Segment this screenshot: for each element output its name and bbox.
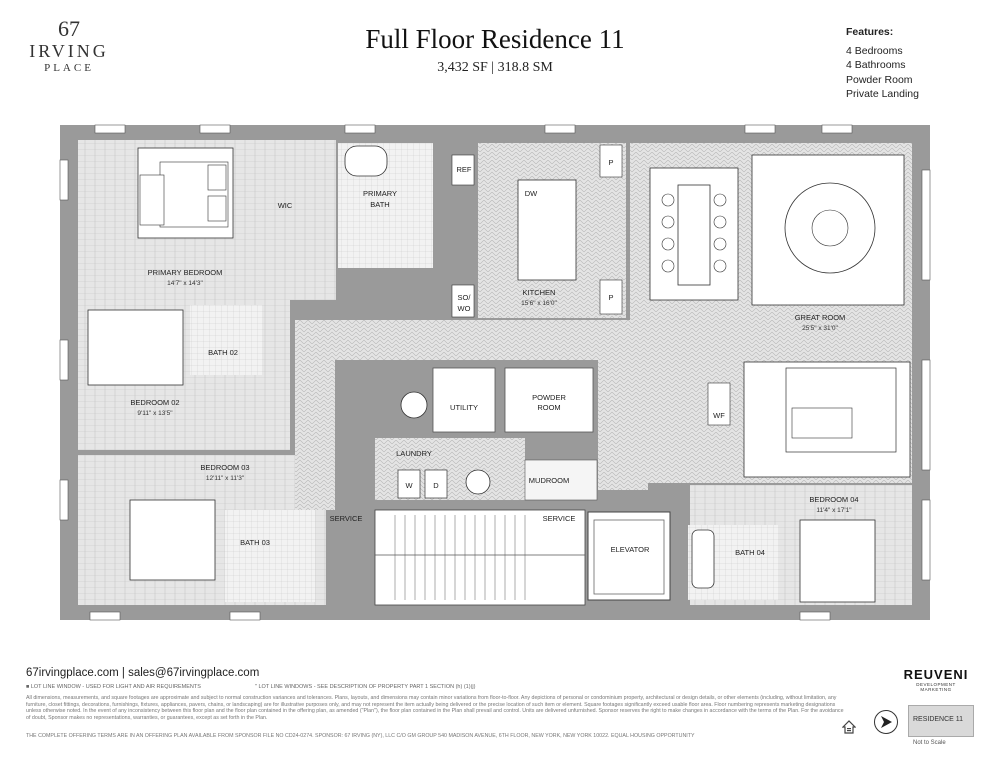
primary-bedroom-dim: 14'7" x 14'3"	[167, 280, 203, 287]
contact-info: 67irvingplace.com | sales@67irvingplace.…	[26, 667, 260, 679]
bedroom-02-dim: 9'11" x 13'5"	[137, 410, 173, 417]
bath-03-floor	[225, 510, 315, 602]
brand-name: IRVING	[29, 41, 109, 61]
bedroom-03-dim: 12'11" x 11'3"	[206, 475, 245, 482]
ref-box	[451, 154, 475, 186]
page-subtitle: 3,432 SF | 318.8 SM	[437, 60, 553, 75]
dw-label: DW	[525, 189, 538, 198]
elevator-box	[587, 511, 671, 601]
bath-02-label: BATH 02	[208, 348, 238, 357]
mudroom-box	[524, 459, 598, 501]
bath-03-label: BATH 03	[240, 538, 270, 547]
kitchen-island	[517, 179, 577, 281]
kitchen-dim: 15'6" x 16'0"	[521, 300, 557, 307]
feature-item: Private Landing	[846, 88, 919, 100]
developer-subtitle: DEVELOPMENT MARKETING	[916, 682, 956, 692]
primary-bedroom-label: PRIMARY BEDROOM	[148, 268, 223, 277]
so-wo-label: SO/	[458, 293, 472, 302]
elevator-car	[593, 519, 665, 595]
features-list: Features: 4 Bedrooms 4 Bathrooms Powder …	[846, 25, 919, 102]
feature-item: 4 Bathrooms	[846, 59, 906, 71]
stair-treads	[394, 515, 526, 600]
mudroom-label: MUDROOM	[529, 476, 569, 485]
utility-tank	[400, 391, 428, 419]
dryer	[424, 469, 448, 499]
primary-bath-label: PRIMARY	[363, 189, 397, 198]
bedroom-03-bed	[129, 499, 216, 581]
page-title: Full Floor Residence 11	[365, 24, 625, 54]
dining-table	[677, 184, 711, 286]
laundry-sink	[465, 469, 491, 495]
bedroom-04-label: BEDROOM 04	[809, 495, 858, 504]
bath-02-floor	[190, 305, 262, 375]
north-arrow-icon	[874, 710, 898, 734]
coffee-table	[811, 209, 849, 247]
scale-note: Not to Scale	[913, 740, 946, 746]
bedroom-02-bed	[87, 309, 184, 386]
key-plan-label: RESIDENCE 11	[913, 716, 964, 723]
lot-line-note: ■ LOT LINE WINDOW - USED FOR LIGHT AND A…	[26, 684, 201, 690]
utility-label: UTILITY	[450, 403, 478, 412]
bath-04-tub	[691, 529, 715, 589]
primary-bath-label-2: BATH	[370, 200, 389, 209]
service-left-label: SERVICE	[330, 514, 363, 523]
wf-box	[707, 382, 731, 426]
kitchen-label: KITCHEN	[523, 288, 556, 297]
stair-core	[374, 509, 586, 606]
brand-number: 67	[58, 16, 80, 41]
pantry-top-label: P	[608, 158, 613, 167]
bath-04-label: BATH 04	[735, 548, 765, 557]
powder-room-label-2: ROOM	[537, 403, 560, 412]
so-wo-label-2: WO	[458, 304, 471, 313]
hall-right-floor	[598, 360, 648, 490]
washer	[397, 469, 421, 499]
equal-housing-icon	[842, 720, 856, 734]
washer-label: W	[405, 481, 413, 490]
wic-label: WIC	[278, 201, 293, 210]
great-room-label: GREAT ROOM	[795, 313, 846, 322]
so-wo-box	[451, 284, 475, 318]
dining-chairs	[661, 193, 727, 273]
pantry-bottom	[599, 279, 623, 315]
laundry-label: LAUNDRY	[396, 449, 432, 458]
ref-label: REF	[457, 165, 472, 174]
legal-disclaimer: All dimensions, measurements, and square…	[26, 695, 844, 721]
developer-name: REUVENI	[903, 667, 969, 682]
windows	[59, 124, 931, 621]
hall-left-floor	[295, 360, 335, 510]
primary-bed	[137, 147, 234, 239]
developer-logo: REUVENI DEVELOPMENT MARKETING	[902, 667, 970, 692]
gallery-floor	[295, 320, 735, 360]
primary-bathtub	[344, 145, 388, 177]
powder-room-label: POWDER	[532, 393, 566, 402]
bedroom-04-dim: 11'4" x 17'1"	[816, 507, 852, 514]
brand-logo: 67 IRVING PLACE	[24, 16, 114, 75]
utility-room	[432, 367, 496, 433]
living-coffee-table	[791, 407, 853, 439]
laundry-floor	[375, 438, 525, 500]
dryer-label: D	[433, 481, 439, 490]
feature-item: 4 Bedrooms	[846, 44, 903, 57]
key-plan: RESIDENCE 11	[908, 705, 974, 737]
elevator-label: ELEVATOR	[611, 545, 650, 554]
pantry-bottom-label: P	[608, 293, 613, 302]
powder-room-box	[504, 367, 594, 433]
bedroom-04-bed	[799, 519, 876, 603]
pantry-top	[599, 144, 623, 178]
wic-floor	[238, 155, 336, 265]
service-right-label: SERVICE	[543, 514, 576, 523]
offering-statement: THE COMPLETE OFFERING TERMS ARE IN AN OF…	[26, 733, 695, 739]
bedroom-03-label: BEDROOM 03	[200, 463, 249, 472]
features-heading: Features:	[846, 26, 894, 38]
brand-place: PLACE	[44, 62, 94, 74]
wf-label: WF	[713, 411, 725, 420]
bedroom-02-label: BEDROOM 02	[130, 398, 179, 407]
lot-line-note-2: " LOT LINE WINDOWS - SEE DESCRIPTION OF …	[255, 684, 476, 690]
feature-item: Powder Room	[846, 73, 913, 86]
great-room-dim: 25'5" x 31'0"	[802, 325, 838, 332]
